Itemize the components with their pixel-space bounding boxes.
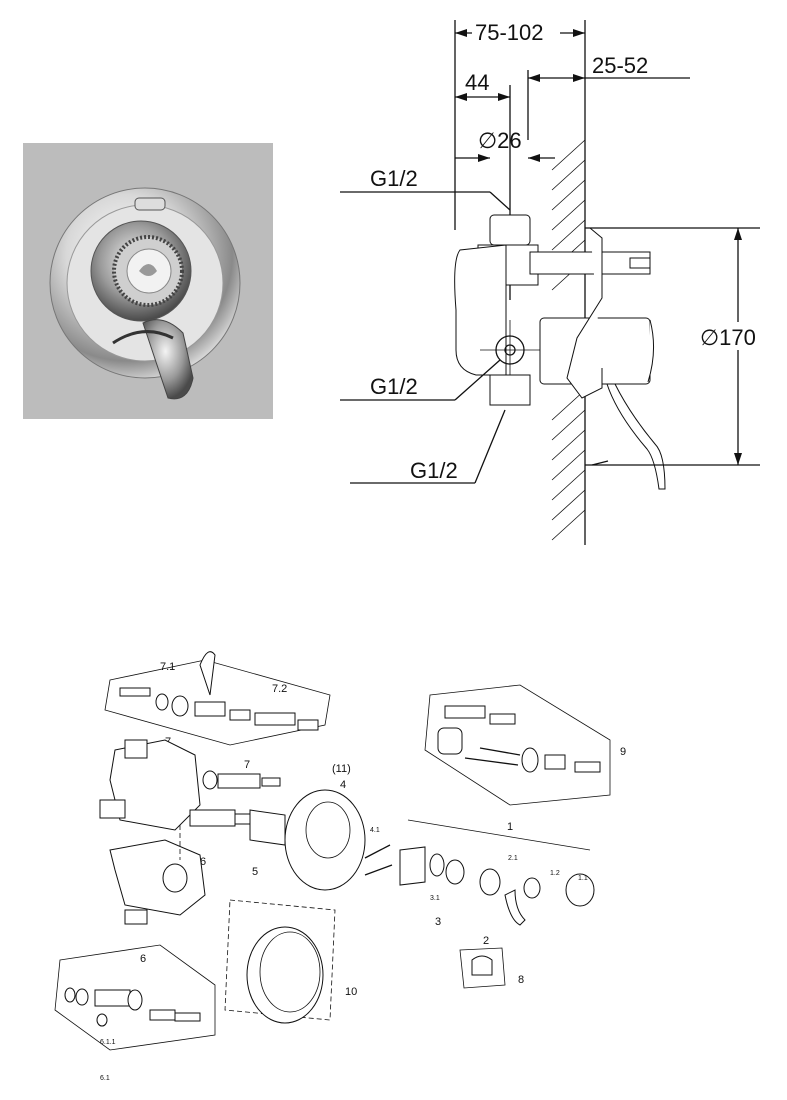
thread-mid-label: G1/2 (370, 374, 418, 399)
label-7-b: 7 (244, 759, 250, 771)
group-9-parts (437, 705, 601, 773)
trim-ring-10 (246, 926, 324, 1024)
thermostat-mixer-image (49, 187, 241, 400)
rosette-4 (284, 789, 393, 891)
label-4-1: 4.1 (370, 827, 380, 834)
label-6-1: 6.1 (100, 1075, 110, 1082)
mixer-body (99, 739, 206, 925)
label-1-2: 1.2 (550, 870, 560, 877)
label-1: 1 (507, 821, 513, 833)
dim-diameter-26: ∅26 (478, 128, 522, 153)
sleeve-5 (249, 809, 286, 846)
dim-wall-offset: 25-52 (592, 53, 648, 78)
label-9: 9 (620, 746, 626, 758)
cartridge-6-parts (64, 987, 201, 1027)
clip-8 (471, 955, 493, 976)
valve-body (454, 214, 666, 490)
exploded-parts-diagram: 7.1 7.2 7 9 (40, 600, 740, 1095)
cartridge-7-center (202, 770, 281, 790)
label-10: 10 (345, 986, 357, 998)
label-3: 3 (435, 916, 441, 928)
label-5: 5 (252, 866, 258, 878)
label-1-1: 1.1 (578, 875, 588, 882)
dimension-drawing-svg: 75-102 25-52 44 ∅26 G1/2 (340, 18, 773, 545)
label-6-1-1: 6.1.1 (100, 1039, 116, 1046)
group-6-outline (54, 944, 216, 1051)
exploded-diagram-svg: 7.1 7.2 7 9 (54, 651, 626, 1082)
product-photo (23, 143, 273, 419)
group-9-outline (424, 684, 611, 806)
cartridge-6-center (189, 809, 258, 827)
dim-diameter-170: ∅170 (700, 325, 756, 350)
label-7-1: 7.1 (160, 661, 175, 673)
label-6-b: 6 (140, 953, 146, 965)
thread-bottom-label: G1/2 (410, 458, 458, 483)
label-6-a: 6 (200, 856, 206, 868)
label-4: 4 (340, 779, 346, 791)
group-1-parts (399, 846, 595, 926)
dim-depth-44: 44 (465, 70, 489, 95)
label-11: (11) (332, 763, 351, 775)
label-8: 8 (518, 974, 524, 986)
label-3-1: 3.1 (430, 895, 440, 902)
label-2: 2 (483, 935, 489, 947)
dim-overall-depth: 75-102 (475, 20, 544, 45)
label-2-1: 2.1 (508, 855, 518, 862)
dimension-drawing: 75-102 25-52 44 ∅26 G1/2 (330, 0, 787, 560)
group-8-outline (459, 947, 506, 989)
label-7-2: 7.2 (272, 683, 287, 695)
thread-top-label: G1/2 (370, 166, 418, 191)
cartridge-7-parts (119, 651, 319, 731)
